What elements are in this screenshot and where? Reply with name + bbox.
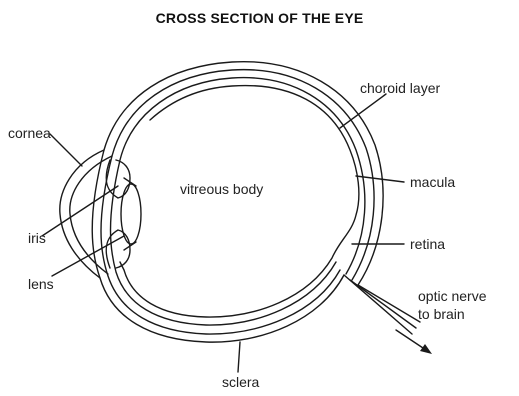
- label-macula: macula: [410, 174, 455, 190]
- leader-sclera: [238, 342, 240, 372]
- label-optic-nerve: optic nerve: [418, 288, 486, 304]
- leader-choroid: [340, 94, 386, 128]
- optic-nerve-upper: [358, 285, 420, 322]
- optic-nerve-inner: [350, 280, 416, 328]
- label-lens: lens: [28, 276, 54, 292]
- label-cornea: cornea: [8, 125, 51, 141]
- leader-iris: [42, 186, 118, 236]
- label-choroid-layer: choroid layer: [360, 80, 440, 96]
- optic-arrow-head: [420, 344, 432, 354]
- label-iris: iris: [28, 230, 46, 246]
- label-sclera: sclera: [222, 374, 259, 390]
- leader-cornea: [50, 134, 82, 166]
- lens-shape: [121, 184, 141, 244]
- label-to-brain: to brain: [418, 306, 465, 322]
- label-vitreous-body: vitreous body: [180, 181, 263, 197]
- retina-line: [120, 86, 359, 317]
- sclera-outer-wall: [92, 62, 383, 342]
- cornea-inner: [70, 156, 112, 274]
- label-retina: retina: [410, 236, 445, 252]
- sclera-inner-wall: [101, 70, 374, 334]
